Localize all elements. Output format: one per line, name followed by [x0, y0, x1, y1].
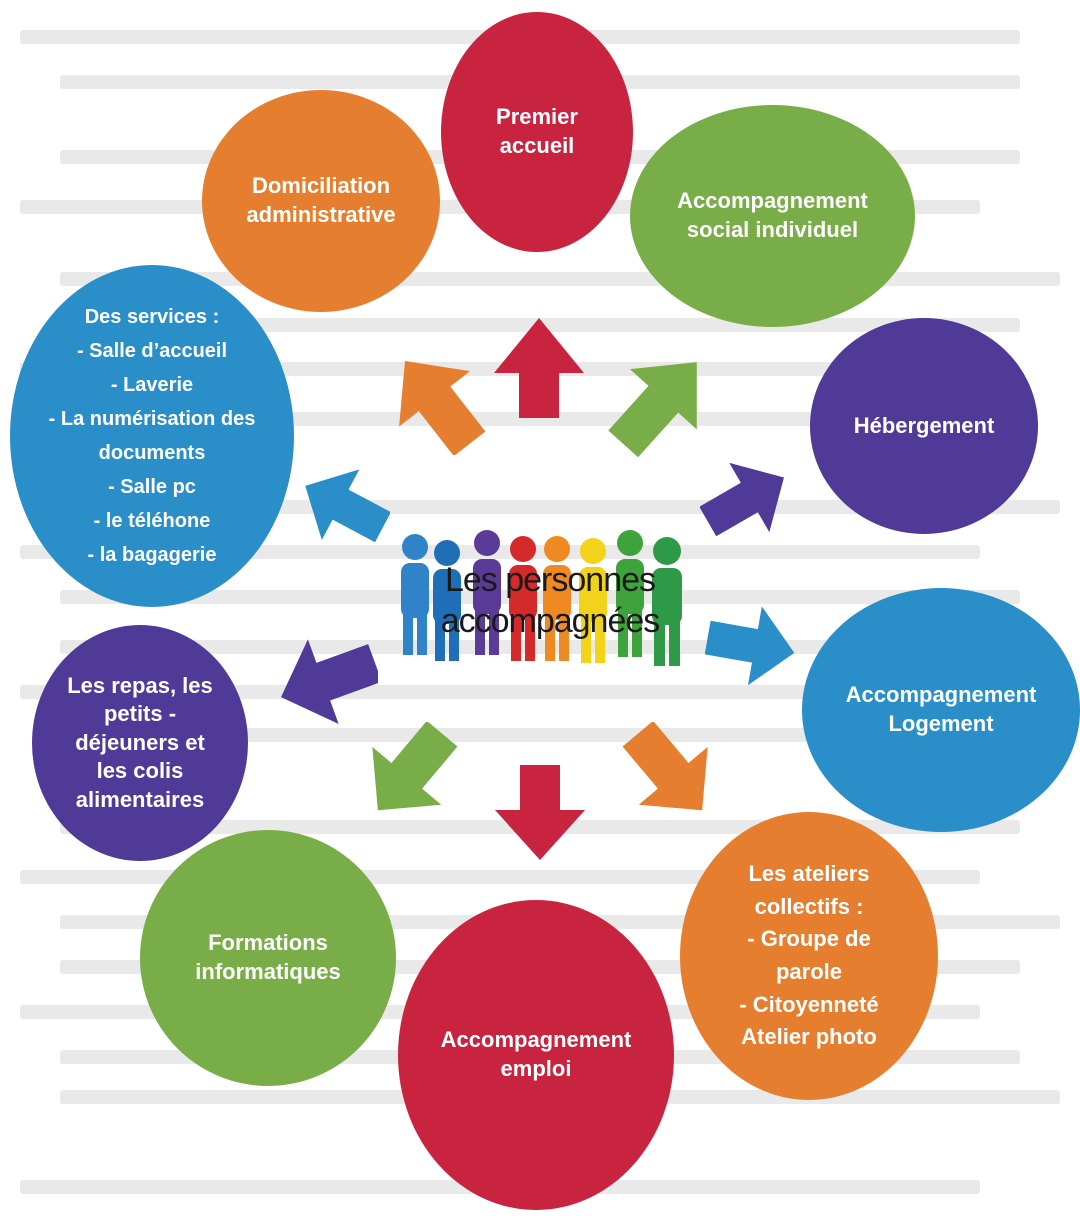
node-text-line: petits -	[103, 701, 177, 727]
arrow-down-left-icon	[372, 722, 458, 811]
background-text-line	[60, 728, 1020, 742]
node-domiciliation: Domiciliation administrative	[202, 90, 440, 312]
node-text-line: Premier	[496, 104, 578, 130]
background-text-line	[60, 590, 1020, 604]
node-text-line: collectifs :	[754, 893, 864, 919]
node-text-line: Des services :	[84, 306, 220, 328]
person-figure-blue-2	[433, 540, 461, 661]
node-text-line: parole	[775, 959, 843, 984]
node-text-line: alimentaires	[75, 786, 205, 812]
person-figure-purple	[473, 530, 501, 655]
background-text-line	[20, 545, 980, 559]
people-group-icon	[385, 525, 705, 680]
node-text-line: Les repas, les	[67, 672, 213, 698]
node-text-line: emploi	[500, 1056, 572, 1081]
arrow-up-icon	[494, 318, 584, 418]
node-text-line: - le téléhone	[93, 510, 211, 532]
node-text-line: Accompagnement	[845, 682, 1037, 708]
node-text-line: - Laverie	[110, 374, 194, 396]
node-text-line: - Groupe de	[747, 926, 871, 952]
node-accompagnement-social: Accompagnement social individuel	[630, 105, 915, 327]
node-text-line: - Salle d’accueil	[76, 340, 228, 362]
node-text-line: Accompagnement	[440, 1027, 632, 1053]
arrow-up-left-icon	[399, 361, 486, 455]
node-text-line: Domiciliation	[251, 173, 391, 199]
center-title: Les personnes accompagnées	[440, 561, 661, 640]
arrow-left-icon	[281, 639, 378, 724]
node-text-line: Formations	[208, 930, 328, 956]
person-figure-orange	[543, 536, 571, 661]
node-hebergement: Hébergement	[810, 318, 1038, 534]
node-text-line: administrative	[246, 202, 396, 227]
person-figure-yellow	[579, 538, 607, 663]
background-text-line	[60, 412, 1020, 426]
node-text-line: déjeuners et	[75, 729, 205, 755]
background-text-line	[20, 685, 1020, 699]
arrow-down-right-icon	[622, 722, 708, 811]
arrow-left-up-icon	[305, 469, 390, 543]
arrow-down-icon	[495, 765, 585, 860]
node-text-line: - Citoyenneté	[739, 991, 879, 1017]
node-text-line: - La numérisation des	[48, 408, 256, 430]
person-figure-red	[509, 536, 537, 661]
arrow-right-up-icon	[700, 462, 784, 537]
node-text-line: informatiques	[195, 959, 341, 984]
node-text-line: social individuel	[686, 217, 859, 242]
person-figure-blue	[401, 534, 429, 655]
node-text-line: les colis	[96, 758, 184, 784]
node-ateliers-collectifs: Les ateliers collectifs : - Groupe de parol…	[680, 812, 938, 1100]
node-premier-accueil: Premier accueil	[441, 12, 633, 252]
arrow-up-right-icon	[608, 362, 697, 458]
background-text-line	[60, 500, 1060, 514]
arrow-right-icon	[705, 606, 795, 686]
node-text-line: accueil	[499, 133, 575, 158]
node-repas: Les repas, les petits -déjeuners et les co…	[32, 625, 248, 861]
node-text-line: - Salle pc	[108, 476, 196, 498]
person-figure-green-2	[652, 537, 682, 666]
node-text-line: - la bagagerie	[87, 544, 217, 566]
node-formations-informatiques: Formations informatiques	[140, 830, 396, 1086]
node-text-line: Logement	[888, 711, 994, 736]
node-text-line: Atelier photo	[741, 1024, 877, 1050]
node-services: Des services : - Salle d’accueil - Laverie…	[10, 265, 294, 607]
node-text-line: Accompagnement	[677, 188, 868, 214]
person-figure-green	[616, 530, 644, 657]
node-text-line: Hébergement	[853, 412, 995, 438]
node-accompagnement-emploi: Accompagnement emploi	[398, 900, 674, 1210]
node-text-line: documents	[98, 442, 206, 464]
node-text-line: Les ateliers	[748, 861, 870, 887]
